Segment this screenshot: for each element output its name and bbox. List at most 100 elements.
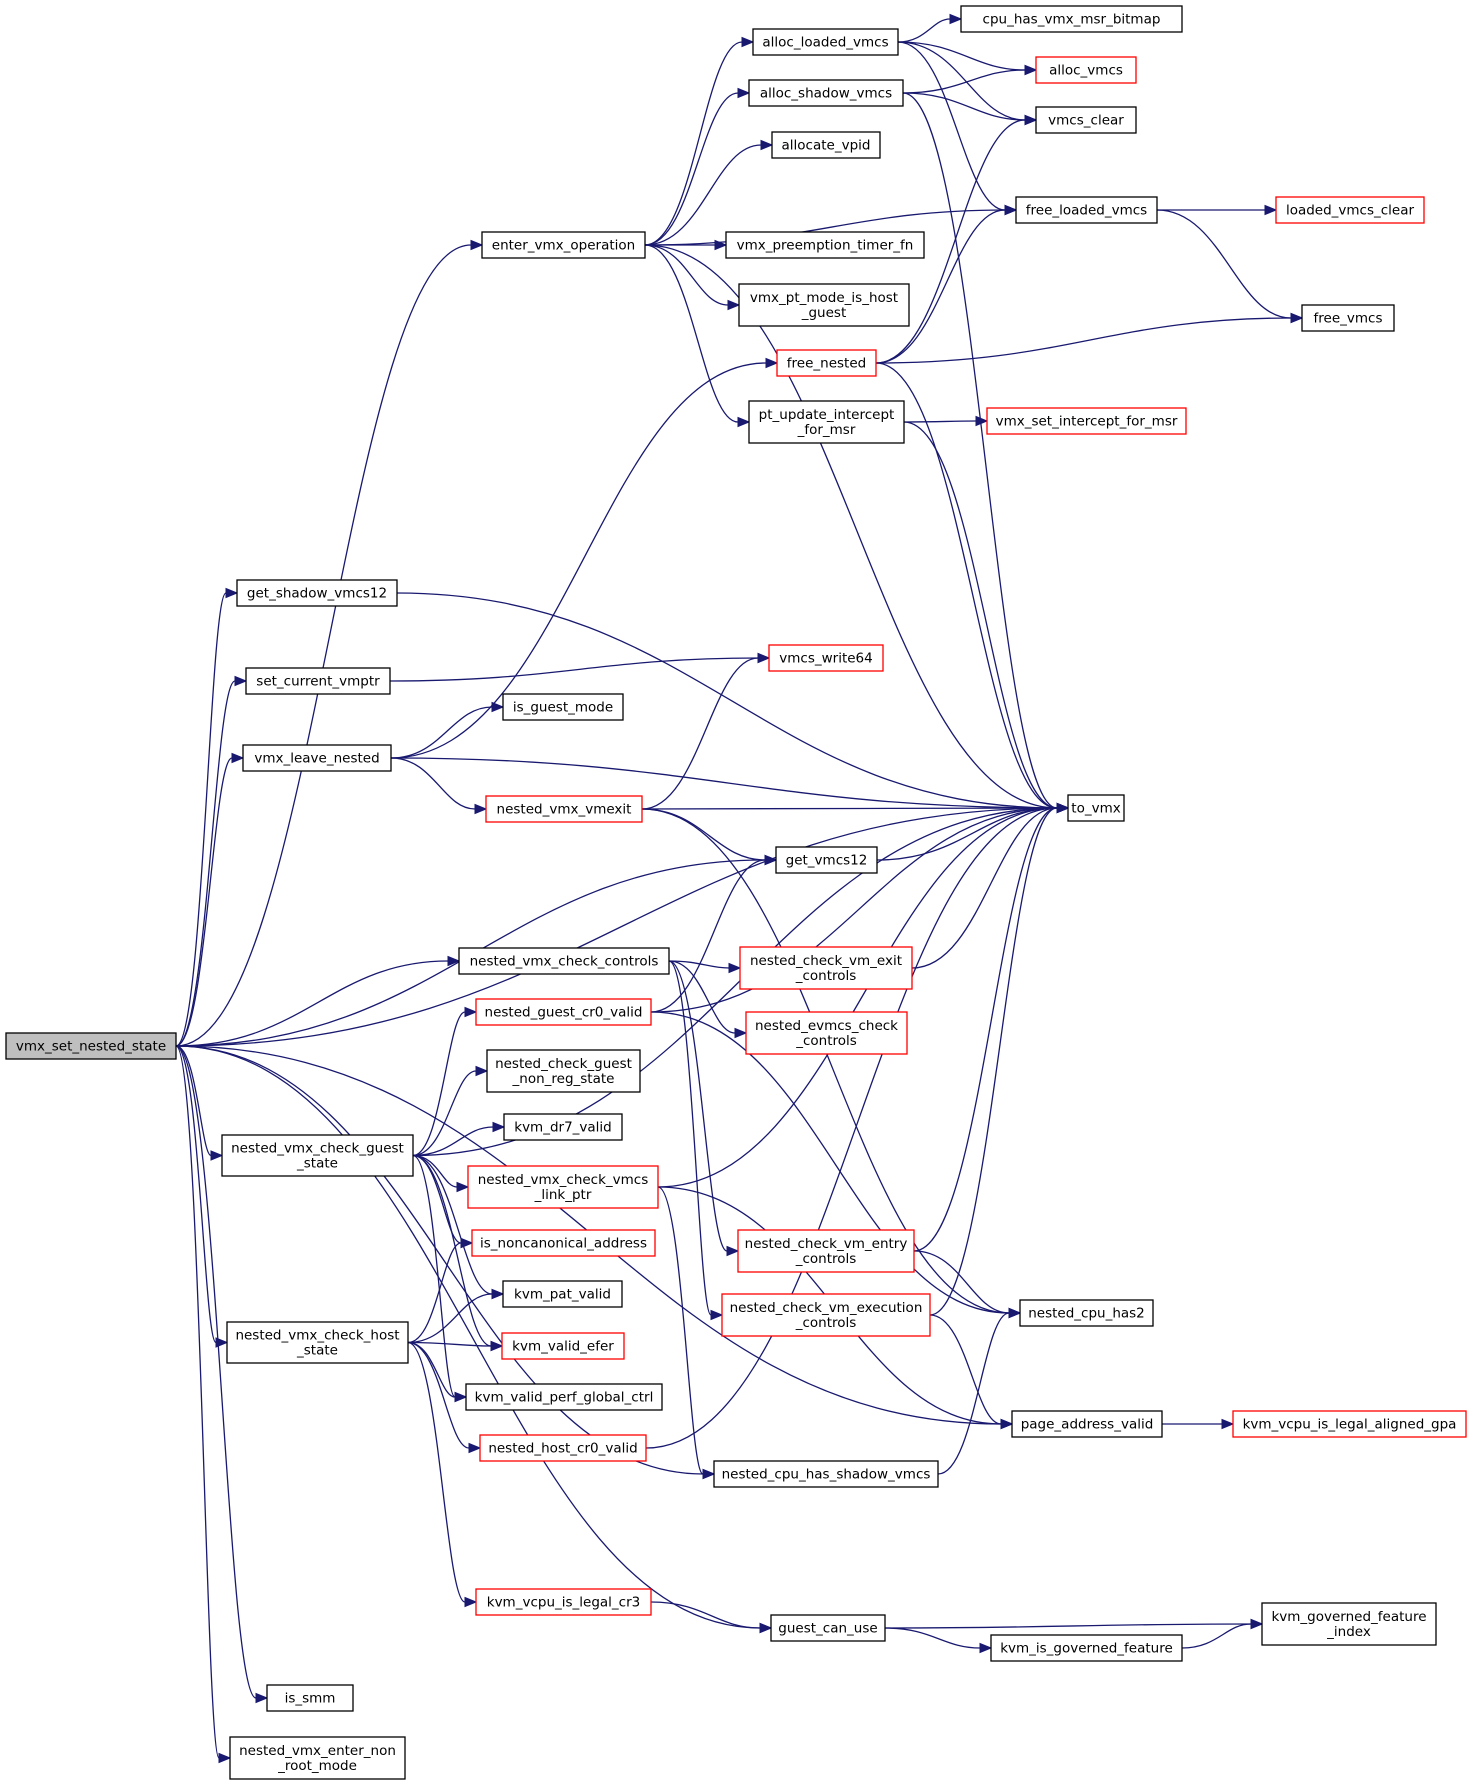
edge-line <box>875 317 1292 364</box>
node-free-loaded-vmcs[interactable]: free_loaded_vmcs <box>1015 196 1158 224</box>
edge-arrowhead <box>218 1752 232 1764</box>
node-alloc-loaded-vmcs[interactable]: alloc_loaded_vmcs <box>752 28 899 56</box>
edge-line <box>641 808 1010 1314</box>
call-edge-alloc_shadow_vmcs-to-vmcs_clear <box>902 92 1038 126</box>
node-label: kvm_is_governed_feature <box>1000 1641 1173 1657</box>
node-box <box>501 1332 625 1360</box>
node-nested-cpu-has-shadow-vmcs[interactable]: nested_cpu_has_shadow_vmcs <box>713 1460 939 1488</box>
edge-line <box>412 1011 466 1157</box>
node-label: nested_guest_cr0_valid <box>485 1005 643 1021</box>
node-enter-vmx-operation[interactable]: enter_vmx_operation <box>481 231 646 259</box>
call-edge-vmx_set_nested_state-to-nested_vmx_check_controls <box>175 955 461 1047</box>
node-vmcs-write64[interactable]: vmcs_write64 <box>768 644 884 672</box>
node-label: _controls <box>795 1033 857 1049</box>
node-kvm-is-governed-feature[interactable]: kvm_is_governed_feature <box>990 1634 1183 1662</box>
edge-arrowhead <box>728 962 742 974</box>
call-edge-page_address_valid-to-kvm_vcpu_is_legal_aligned_gpa <box>1162 1418 1235 1430</box>
node-box <box>713 1460 939 1488</box>
call-edge-alloc_loaded_vmcs-to-alloc_vmcs <box>897 41 1038 76</box>
edge-arrowhead <box>1290 312 1304 324</box>
node-nested-evmcs-check-controls[interactable]: nested_evmcs_check_controls <box>745 1011 908 1055</box>
node-alloc-shadow-vmcs[interactable]: alloc_shadow_vmcs <box>748 79 904 107</box>
node-free-vmcs[interactable]: free_vmcs <box>1301 304 1395 332</box>
node-box <box>1011 1410 1163 1438</box>
call-edge-enter_vmx_operation-to-allocate_vpid <box>644 139 774 246</box>
edge-arrowhead <box>464 1006 478 1018</box>
node-label: nested_vmx_enter_non <box>239 1743 396 1759</box>
node-is-smm[interactable]: is_smm <box>266 1684 354 1712</box>
node-kvm-governed-feature-index[interactable]: kvm_governed_feature_index <box>1261 1602 1437 1646</box>
node-is-guest-mode[interactable]: is_guest_mode <box>502 693 624 721</box>
node-nested-check-guest-non-reg-state[interactable]: nested_check_guest_non_reg_state <box>486 1049 641 1093</box>
node-vmcs-clear[interactable]: vmcs_clear <box>1035 106 1137 134</box>
edge-line <box>175 757 233 1047</box>
call-edge-nested_guest_cr0_valid-to-get_vmcs12 <box>650 854 778 1013</box>
node-nested-vmx-enter-non-root-mode[interactable]: nested_vmx_enter_non_root_mode <box>229 1736 406 1780</box>
node-set-current-vmptr[interactable]: set_current_vmptr <box>245 667 391 695</box>
node-nested-guest-cr0-valid[interactable]: nested_guest_cr0_valid <box>475 998 652 1026</box>
node-kvm-vcpu-is-legal-aligned-gpa[interactable]: kvm_vcpu_is_legal_aligned_gpa <box>1232 1410 1467 1438</box>
edge-arrowhead <box>460 1237 474 1249</box>
call-edge-free_nested-to-vmcs_clear <box>875 114 1038 364</box>
node-label: vmx_set_intercept_for_msr <box>996 414 1178 430</box>
node-box <box>266 1684 354 1712</box>
edge-arrowhead <box>1221 1418 1235 1430</box>
edge-line <box>644 41 743 246</box>
node-nested-vmx-check-vmcs-link-ptr[interactable]: nested_vmx_check_vmcs_link_ptr <box>467 1165 659 1209</box>
node-label: kvm_dr7_valid <box>514 1120 612 1136</box>
node-vmx-pt-mode-is-host-guest[interactable]: vmx_pt_mode_is_host_guest <box>738 283 910 327</box>
edge-line <box>913 807 1058 1252</box>
node-nested-host-cr0-valid[interactable]: nested_host_cr0_valid <box>479 1434 647 1462</box>
node-vmx-set-intercept-for-msr[interactable]: vmx_set_intercept_for_msr <box>986 407 1187 435</box>
node-nested-vmx-check-guest-state[interactable]: nested_vmx_check_guest_state <box>221 1134 414 1177</box>
edge-arrowhead <box>1056 802 1070 814</box>
node-nested-cpu-has2[interactable]: nested_cpu_has2 <box>1019 1299 1154 1327</box>
node-nested-vmx-vmexit[interactable]: nested_vmx_vmexit <box>485 795 643 823</box>
node-guest-can-use[interactable]: guest_can_use <box>770 1614 886 1642</box>
edge-arrowhead <box>979 1642 993 1654</box>
node-cpu-has-vmx-msr-bitmap[interactable]: cpu_has_vmx_msr_bitmap <box>960 5 1183 33</box>
node-kvm-vcpu-is-legal-cr3[interactable]: kvm_vcpu_is_legal_cr3 <box>475 1588 652 1616</box>
node-label: vmcs_clear <box>1048 113 1124 129</box>
edge-line <box>389 657 759 682</box>
edge-arrowhead <box>234 675 248 687</box>
node-nested-vmx-check-host-state[interactable]: nested_vmx_check_host_state <box>226 1321 409 1364</box>
edge-line <box>668 960 736 1034</box>
node-page-address-valid[interactable]: page_address_valid <box>1011 1410 1163 1438</box>
node-get-shadow-vmcs12[interactable]: get_shadow_vmcs12 <box>236 579 398 607</box>
node-kvm-valid-perf-global-ctrl[interactable]: kvm_valid_perf_global_ctrl <box>465 1383 663 1411</box>
node-loaded-vmcs-clear[interactable]: loaded_vmcs_clear <box>1275 196 1425 224</box>
node-kvm-dr7-valid[interactable]: kvm_dr7_valid <box>503 1113 623 1141</box>
node-box <box>739 946 913 990</box>
node-free-nested[interactable]: free_nested <box>776 349 877 377</box>
node-pt-update-intercept-for-msr[interactable]: pt_update_intercept_for_msr <box>748 400 905 444</box>
call-edge-vmx_set_nested_state-to-vmx_leave_nested <box>175 752 245 1047</box>
node-vmx-preemption-timer-fn[interactable]: vmx_preemption_timer_fn <box>725 231 925 259</box>
node-nested-vmx-check-controls[interactable]: nested_vmx_check_controls <box>458 947 670 975</box>
node-vmx-leave-nested[interactable]: vmx_leave_nested <box>242 744 392 772</box>
node-to-vmx[interactable]: to_vmx <box>1067 794 1125 822</box>
call-edges <box>175 13 1304 1764</box>
node-get-vmcs12[interactable]: get_vmcs12 <box>775 846 878 874</box>
node-is-noncanonical-address[interactable]: is_noncanonical_address <box>471 1229 656 1257</box>
node-allocate-vpid[interactable]: allocate_vpid <box>771 131 881 159</box>
edge-line <box>390 706 493 759</box>
node-nested-check-vm-exit-controls[interactable]: nested_check_vm_exit_controls <box>739 946 913 990</box>
node-alloc-vmcs[interactable]: alloc_vmcs <box>1035 56 1137 84</box>
node-nested-check-vm-entry-controls[interactable]: nested_check_vm_entry_controls <box>737 1229 915 1273</box>
call-edge-nested_cpu_has_shadow_vmcs-to-nested_cpu_has2 <box>937 1307 1022 1475</box>
node-kvm-valid-efer[interactable]: kvm_valid_efer <box>501 1332 625 1360</box>
node-label: vmcs_write64 <box>779 651 872 667</box>
node-nested-check-vm-execution-controls[interactable]: nested_check_vm_execution_controls <box>721 1293 931 1337</box>
edge-arrowhead <box>231 752 245 764</box>
node-label: vmx_set_nested_state <box>16 1039 166 1055</box>
edge-arrowhead <box>764 854 778 866</box>
node-kvm-pat-valid[interactable]: kvm_pat_valid <box>502 1280 623 1308</box>
call-edge-vmx_set_nested_state-to-enter_vmx_operation <box>175 239 484 1047</box>
call-edge-alloc_shadow_vmcs-to-alloc_vmcs <box>902 64 1038 94</box>
edge-line <box>390 757 476 810</box>
node-label: nested_check_vm_entry <box>745 1236 908 1252</box>
edge-arrowhead <box>702 1468 716 1480</box>
edge-line <box>175 680 236 1047</box>
edge-line <box>650 859 766 1013</box>
